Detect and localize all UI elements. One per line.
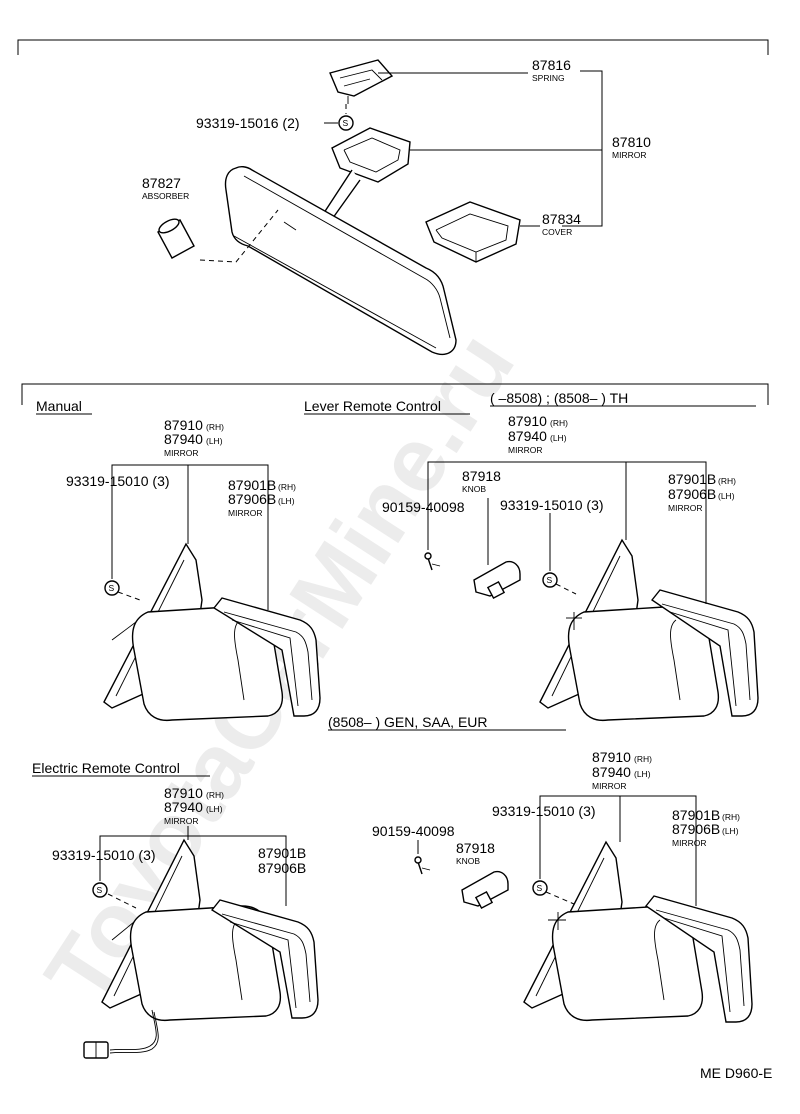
inner-mirror-part-number: 87810 bbox=[612, 134, 651, 150]
manual-glass-mirror-name: MIRROR bbox=[228, 508, 262, 518]
section-lever-range: ( –8508) ; (8508– ) TH bbox=[490, 390, 628, 406]
inner-mirror-assembly: S 87816 SPRING 93319-15016 (2) 87810 MIR… bbox=[142, 57, 651, 356]
lever-rh-number: 87910 bbox=[508, 413, 547, 429]
gen-knob-number: 87918 bbox=[456, 840, 495, 856]
absorber-part-number: 87827 bbox=[142, 175, 181, 191]
absorber-part-name: ABSORBER bbox=[142, 191, 189, 201]
manual-glass-lh: 87906B bbox=[228, 491, 276, 507]
manual-screw-symbol: S bbox=[109, 583, 115, 593]
lever-mirror-assembly: S bbox=[424, 461, 759, 722]
gen-glass-rh-tag: (RH) bbox=[722, 812, 740, 822]
electric-screw-number: 93319-15010 (3) bbox=[52, 847, 156, 863]
manual-glass-rh-tag: (RH) bbox=[278, 482, 296, 492]
gen-glass-lh-tag: (LH) bbox=[722, 826, 739, 836]
screw-symbol-label: S bbox=[343, 118, 349, 128]
spring-part bbox=[329, 59, 394, 114]
lever-knob-number: 87918 bbox=[462, 468, 501, 484]
electric-lh-tag: (LH) bbox=[206, 804, 223, 814]
lever-glass-mirror-name: MIRROR bbox=[668, 503, 702, 513]
drawing-code: ME D960-E bbox=[700, 1065, 772, 1081]
gen-mirror-name: MIRROR bbox=[592, 781, 626, 791]
electric-screw-symbol: S bbox=[97, 885, 103, 895]
absorber-part bbox=[157, 209, 297, 263]
cover-part-number: 87834 bbox=[542, 211, 581, 227]
gen-glass-rh: 87901B bbox=[672, 807, 720, 823]
manual-rh-number: 87910 bbox=[164, 417, 203, 433]
gen-rh-tag: (RH) bbox=[634, 754, 652, 764]
electric-rh-tag: (RH) bbox=[206, 790, 224, 800]
lever-bolt-number: 90159-40098 bbox=[382, 499, 465, 515]
lever-glass-lh-tag: (LH) bbox=[718, 491, 735, 501]
gen-mirror-assembly: S bbox=[414, 795, 753, 1023]
gen-glass-lh: 87906B bbox=[672, 821, 720, 837]
electric-glass-lh: 87906B bbox=[258, 860, 306, 876]
electric-mirror-name: MIRROR bbox=[164, 816, 198, 826]
gen-lh-tag: (LH) bbox=[634, 769, 651, 779]
electric-lh-number: 87940 bbox=[164, 799, 203, 815]
gen-screw-number: 93319-15010 (3) bbox=[492, 803, 596, 819]
gen-lh-number: 87940 bbox=[592, 764, 631, 780]
screw-part-number: 93319-15016 (2) bbox=[196, 115, 300, 131]
inner-mirror-body bbox=[224, 165, 457, 356]
manual-lh-number: 87940 bbox=[164, 431, 203, 447]
inner-leaders bbox=[324, 70, 603, 227]
gen-knob-name: KNOB bbox=[456, 856, 480, 866]
lever-glass-rh: 87901B bbox=[668, 471, 716, 487]
manual-screw-number: 93319-15010 (3) bbox=[66, 473, 170, 489]
electric-rh-number: 87910 bbox=[164, 785, 203, 801]
spring-part-number: 87816 bbox=[532, 57, 571, 73]
manual-rh-tag: (RH) bbox=[206, 422, 224, 432]
section-manual-title: Manual bbox=[36, 398, 82, 414]
electric-mirror-assembly: S bbox=[83, 826, 319, 1059]
manual-glass-lh-tag: (LH) bbox=[278, 496, 295, 506]
gen-glass-mirror-name: MIRROR bbox=[672, 838, 706, 848]
spring-part-name: SPRING bbox=[532, 73, 565, 83]
gen-screw-symbol: S bbox=[537, 883, 543, 893]
manual-mirror-name: MIRROR bbox=[164, 448, 198, 458]
lever-rh-tag: (RH) bbox=[550, 418, 568, 428]
section-lever-gen: (8508– ) GEN, SAA, EUR bbox=[328, 714, 488, 730]
lever-glass-lh: 87906B bbox=[668, 486, 716, 502]
lever-screw-number: 93319-15010 (3) bbox=[500, 497, 604, 513]
screw-symbol bbox=[338, 115, 354, 131]
inner-mirror-part-name: MIRROR bbox=[612, 150, 646, 160]
electric-glass-rh: 87901B bbox=[258, 845, 306, 861]
manual-lh-tag: (LH) bbox=[206, 436, 223, 446]
cover-part-name: COVER bbox=[542, 227, 572, 237]
lever-glass-rh-tag: (RH) bbox=[718, 476, 736, 486]
cover-part bbox=[425, 201, 521, 263]
manual-glass-rh: 87901B bbox=[228, 477, 276, 493]
frame-lines bbox=[17, 39, 769, 405]
gen-rh-number: 87910 bbox=[592, 749, 631, 765]
lever-knob-name: KNOB bbox=[462, 484, 486, 494]
lever-mirror-name: MIRROR bbox=[508, 445, 542, 455]
manual-mirror-assembly: S bbox=[103, 464, 321, 722]
watermark: ToyotaCarMine.ru bbox=[26, 315, 534, 1021]
gen-bolt-number: 90159-40098 bbox=[372, 823, 455, 839]
lever-lh-tag: (LH) bbox=[550, 433, 567, 443]
lever-lh-number: 87940 bbox=[508, 428, 547, 444]
section-electric-title: Electric Remote Control bbox=[32, 760, 180, 776]
lever-screw-symbol: S bbox=[547, 575, 553, 585]
section-lever-title: Lever Remote Control bbox=[304, 398, 441, 414]
